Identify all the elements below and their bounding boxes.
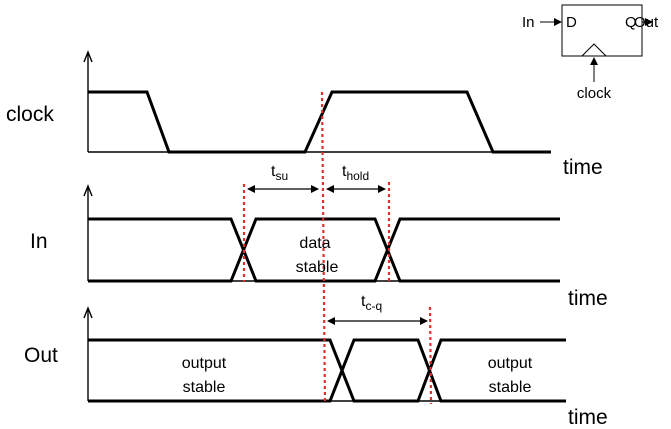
- setup-time-label: tsu: [271, 163, 288, 183]
- axis-clock: [83, 50, 551, 153]
- output-stable-right-line2: stable: [489, 379, 532, 396]
- ff-q-pin: Q: [625, 14, 637, 31]
- output-stable-left-line2: stable: [183, 379, 226, 396]
- in-waveform: [88, 217, 560, 283]
- out-waveform: [88, 338, 566, 403]
- output-stable-right-line1: output: [488, 355, 533, 372]
- ff-clock-label: clock: [577, 85, 612, 102]
- timing-markers: [242, 91, 433, 405]
- signal-label-clock: clock: [6, 103, 54, 126]
- ff-input-label: In: [522, 14, 535, 31]
- ff-d-pin: D: [566, 14, 577, 31]
- flip-flop-symbol: D Q In Out clock: [522, 4, 659, 102]
- ff-output-label: Out: [634, 14, 659, 31]
- data-stable-label-line2: stable: [296, 259, 339, 276]
- clock-edge-marker: [320, 91, 327, 405]
- signal-label-in: In: [30, 230, 48, 253]
- clock-waveform: [88, 90, 551, 154]
- output-stable-left-line1: output: [182, 355, 227, 372]
- time-label-clock: time: [563, 156, 603, 179]
- clock-triangle-icon: [581, 43, 607, 57]
- hold-time-label: thold: [342, 163, 369, 183]
- time-label-out: time: [568, 406, 608, 429]
- clock-to-q-marker: [428, 306, 433, 405]
- clock-to-q-label: tc-q: [361, 293, 382, 313]
- flip-flop-box: [561, 4, 643, 57]
- signal-label-out: Out: [24, 344, 58, 367]
- data-stable-label-line1: data: [299, 235, 330, 252]
- time-label-in: time: [568, 287, 608, 310]
